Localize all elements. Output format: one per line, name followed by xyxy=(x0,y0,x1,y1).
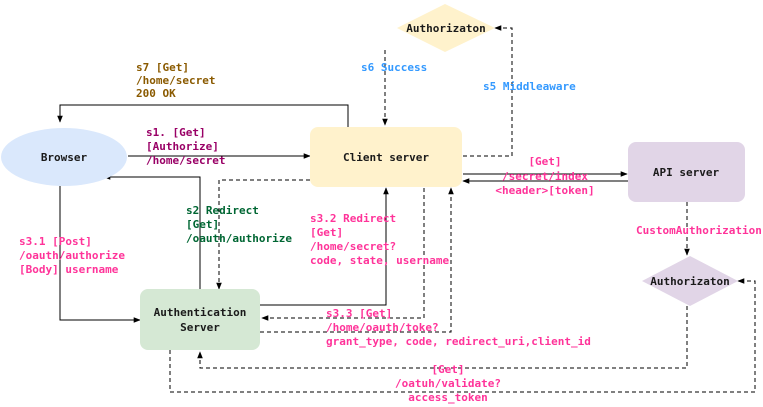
label-s7: s7 [Get] /home/secret 200 OK xyxy=(136,61,215,100)
label-api-get-line3: <header>[token] xyxy=(495,184,594,197)
api-server-node: API server xyxy=(628,142,745,202)
edge-s31 xyxy=(59,186,141,323)
authentication-server-label-line1: Authentication xyxy=(154,306,247,319)
label-validate-line3: access_token xyxy=(408,391,487,404)
label-validate-line1: [Get] xyxy=(431,363,464,376)
label-validate-line2: /oatuh/validate? xyxy=(395,377,501,390)
label-s2: s2 Redirect [Get] /oauth/authorize xyxy=(186,204,292,245)
authorization-right-shape xyxy=(642,256,738,306)
api-server-shape xyxy=(628,142,745,202)
browser-node: Browser xyxy=(1,128,127,186)
authentication-server-shape xyxy=(140,289,260,350)
label-s33-line1: s3.3 [Get] xyxy=(326,307,392,320)
label-s1-line2: [Authorize] xyxy=(146,140,219,153)
edge-validate xyxy=(197,306,688,369)
edge-s33-request xyxy=(261,188,425,321)
label-s33-line3: grant_type, code, redirect_uri,client_id xyxy=(326,335,591,348)
api-server-label: API server xyxy=(653,166,720,179)
edge-s7 xyxy=(57,104,349,127)
authorization-right-node: Authorizaton xyxy=(642,256,738,306)
label-s2-line1: s2 Redirect xyxy=(186,204,259,217)
label-api-get-line2: /secret/index xyxy=(502,170,588,183)
authorization-right-label: Authorizaton xyxy=(650,275,729,288)
label-s7-line3: 200 OK xyxy=(136,87,176,100)
client-server-label: Client server xyxy=(343,151,429,164)
label-api-get: [Get] /secret/index <header>[token] xyxy=(495,155,594,197)
label-s32-line4: code, state, username xyxy=(310,254,449,267)
label-s31-line1: s3.1 [Post] xyxy=(19,235,92,248)
label-s31: s3.1 [Post] /oauth/authorize [Body] user… xyxy=(19,235,125,276)
edge-s33-response xyxy=(260,187,454,333)
label-s2-line3: /oauth/authorize xyxy=(186,232,292,245)
client-server-shape xyxy=(310,127,462,187)
label-api-get-line1: [Get] xyxy=(528,155,561,168)
label-s6: s6 Success xyxy=(361,61,427,74)
label-s1-line3: /home/secret xyxy=(146,154,225,167)
label-s7-line1: s7 [Get] xyxy=(136,61,189,74)
authentication-server-node: Authentication Server xyxy=(140,289,260,350)
label-s32-line3: /home/secret? xyxy=(310,240,396,253)
label-s1-line1: s1. [Get] xyxy=(146,126,206,139)
browser-shape xyxy=(1,128,127,186)
edge-validate-return xyxy=(169,278,756,393)
label-validate: [Get] /oatuh/validate? access_token xyxy=(395,363,501,404)
client-server-node: Client server xyxy=(310,127,462,187)
label-s2-line2: [Get] xyxy=(186,218,219,231)
label-s31-line3: [Body] username xyxy=(19,263,119,276)
authorization-top-label: Authorizaton xyxy=(406,22,485,35)
edge-s5 xyxy=(463,25,513,157)
label-s32: s3.2 Redirect [Get] /home/secret? code, … xyxy=(310,212,449,267)
edge-client-to-auth-dashed xyxy=(216,179,310,290)
authentication-server-label-line2: Server xyxy=(180,321,220,334)
label-s5: s5 Middleaware xyxy=(483,80,576,93)
label-s32-line2: [Get] xyxy=(310,226,343,239)
label-s32-line1: s3.2 Redirect xyxy=(310,212,396,225)
authorization-top-shape xyxy=(397,4,495,52)
authorization-top-node: Authorizaton xyxy=(397,4,495,52)
label-s7-line2: /home/secret xyxy=(136,74,215,87)
browser-label: Browser xyxy=(41,151,88,164)
label-custom-authorization: CustomAuthorization xyxy=(636,224,762,237)
edge-s2 xyxy=(103,174,201,289)
label-s33: s3.3 [Get] /home/oauth/toke? grant_type,… xyxy=(326,307,591,348)
label-s1: s1. [Get] [Authorize] /home/secret xyxy=(146,126,225,167)
edge-s32 xyxy=(260,187,389,306)
label-s33-line2: /home/oauth/toke? xyxy=(326,321,439,334)
label-s31-line2: /oauth/authorize xyxy=(19,249,125,262)
